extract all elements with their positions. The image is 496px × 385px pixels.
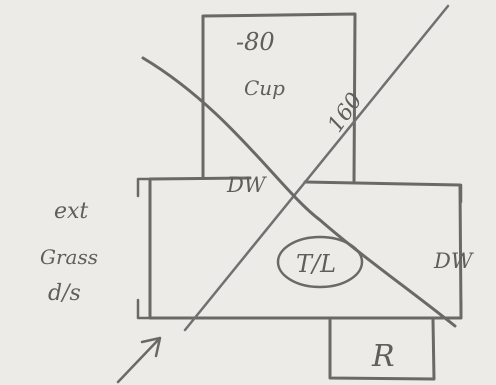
cupboard-outline: [201, 12, 357, 184]
left-label-line2: Grass: [40, 245, 98, 269]
arrow-icon: [116, 336, 162, 384]
diagonal-line: [183, 4, 450, 332]
bottom-box-label: R: [371, 339, 395, 374]
left-label-line1: ext: [54, 199, 88, 224]
dw-top-label: DW: [226, 173, 268, 197]
circled-label: T/L: [296, 250, 336, 278]
circle-outline: [276, 235, 364, 289]
cupboard-label: Cup: [244, 76, 285, 100]
bottom-box-outline: [328, 318, 436, 381]
left-label-line3: d/s: [48, 281, 81, 306]
cupboard-value: -80: [236, 28, 275, 56]
dw-right-label: DW: [433, 249, 475, 273]
curved-line: [141, 56, 457, 328]
wall-notches: [136, 177, 463, 320]
